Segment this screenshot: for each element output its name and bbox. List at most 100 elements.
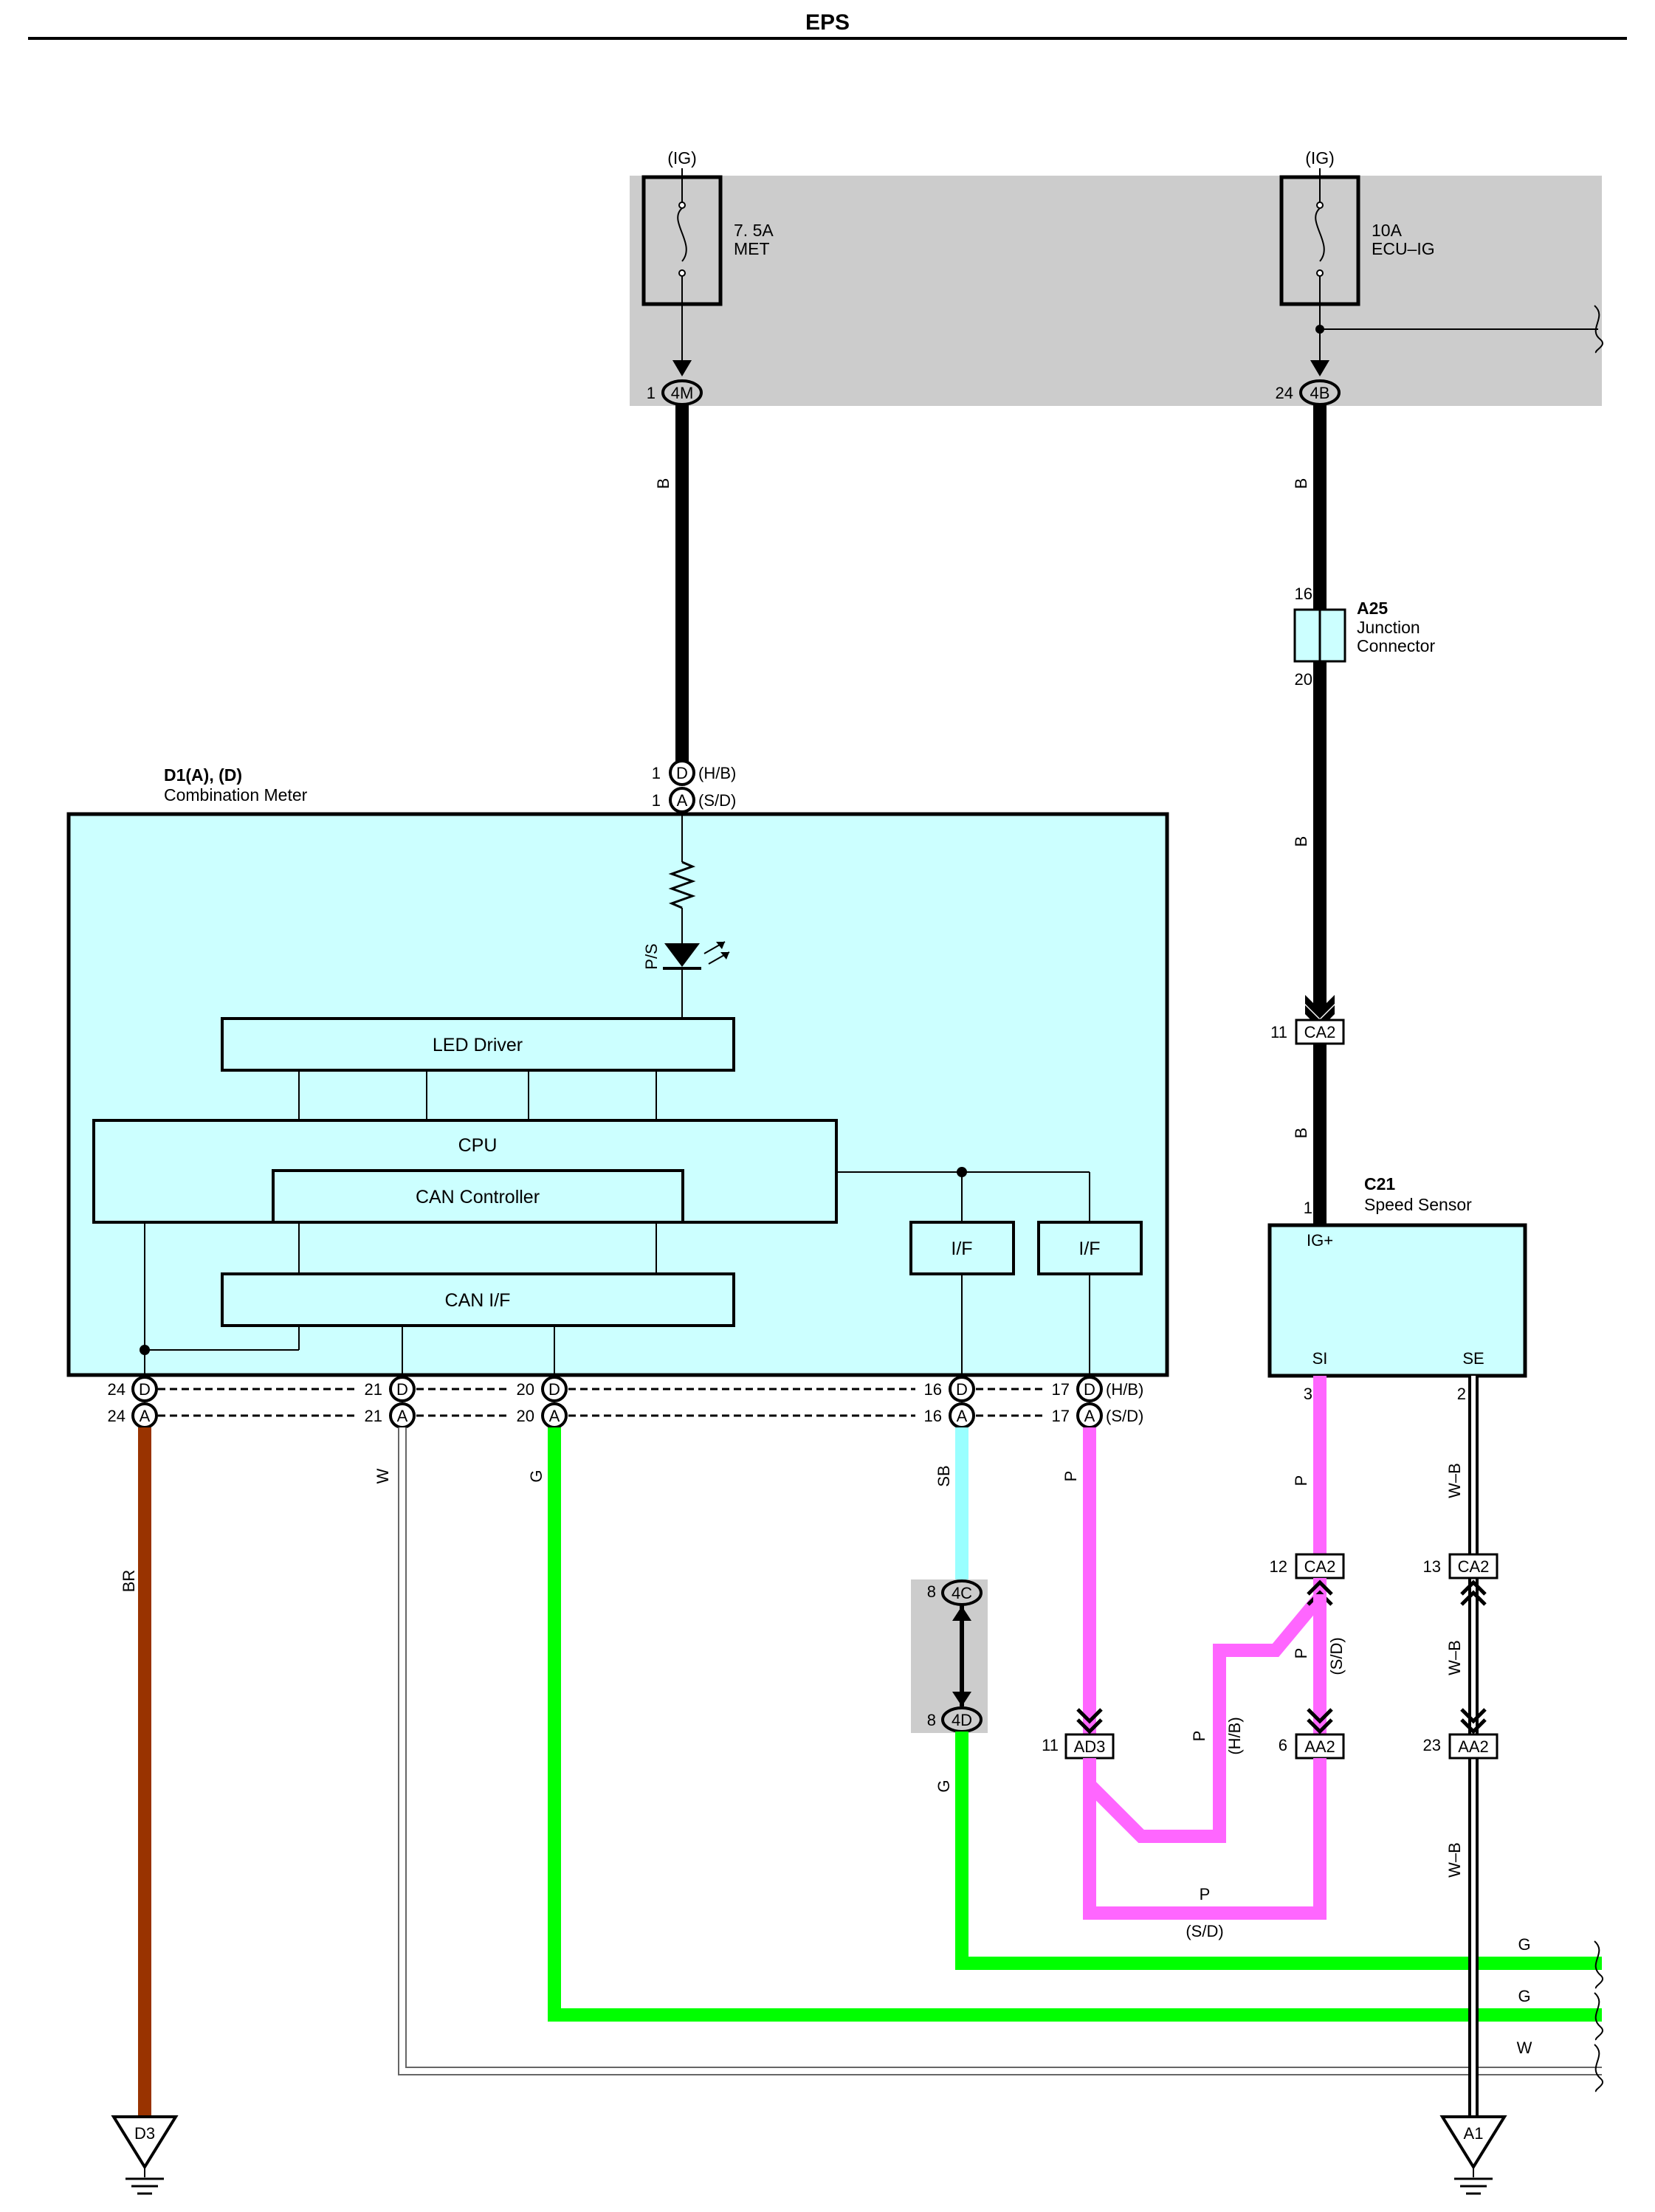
wire-g-main-label: G xyxy=(527,1470,546,1482)
connector-ca2-11-pin: 11 xyxy=(1270,1023,1287,1041)
fuse-met-supply: (IG) xyxy=(667,148,697,168)
meter-pin-24-d: 24 xyxy=(108,1380,125,1399)
sensor-name: Speed Sensor xyxy=(1364,1195,1472,1214)
can-controller-label: CAN Controller xyxy=(416,1187,540,1207)
can-if-label: CAN I/F xyxy=(445,1290,511,1311)
diagram-title: EPS xyxy=(805,10,850,35)
connector-ca2-13-pin: 13 xyxy=(1423,1557,1441,1576)
wire-w xyxy=(399,1427,1602,2074)
sensor-pin-si: SI xyxy=(1312,1349,1328,1368)
meter-pin-21-conn-d: D xyxy=(396,1380,408,1399)
wire-wb-label-3: W–B xyxy=(1445,1842,1464,1878)
wire-w-outline xyxy=(398,1427,1602,2075)
connector-4c-label: 4C xyxy=(952,1584,972,1602)
ground-a1-label: A1 xyxy=(1464,2124,1484,2143)
wire-sb-label: SB xyxy=(935,1465,953,1486)
speed-sensor: C21 Speed Sensor 1 IG+ SI SE 3 2 xyxy=(1267,1174,1527,1403)
meter-pin-20-conn-d: D xyxy=(548,1380,560,1399)
connector-ca2-12-label: CA2 xyxy=(1304,1557,1336,1576)
meter-pin-20-a: 20 xyxy=(517,1407,534,1425)
meter-pin-21-d: 21 xyxy=(365,1380,382,1399)
fuse-block xyxy=(630,176,1602,406)
meter-pin-16-d: 16 xyxy=(924,1380,942,1399)
meter-power-pin-d: 1 xyxy=(652,764,661,782)
meter-pin-17-variant-sd: (S/D) xyxy=(1106,1407,1143,1425)
wire-b-ecu-label-2: B xyxy=(1292,836,1310,847)
fuse-met-name: MET xyxy=(734,239,770,258)
fuse-met-rating: 7. 5A xyxy=(734,221,774,240)
sensor-pin-ig: IG+ xyxy=(1307,1231,1333,1250)
meter-pin-24-a: 24 xyxy=(108,1407,125,1425)
junction-name-1: Junction xyxy=(1357,618,1420,637)
wire-g-4d xyxy=(955,1732,1602,1970)
connector-4d-label: 4D xyxy=(952,1711,972,1729)
fuse-ecu-ig-supply: (IG) xyxy=(1305,148,1335,168)
wire-p-hb-variant: (H/B) xyxy=(1225,1717,1244,1754)
can-if-block xyxy=(221,1272,735,1327)
wire-b-met-label: B xyxy=(654,478,672,489)
connector-ca2-11-label: CA2 xyxy=(1304,1023,1336,1041)
meter-pin-20-d: 20 xyxy=(517,1380,534,1399)
meter-power-pin-a: 1 xyxy=(652,791,661,810)
ground-d3: D3 xyxy=(111,2115,179,2195)
led-driver-label: LED Driver xyxy=(433,1035,523,1055)
fuse-ecu-ig-name: ECU–IG xyxy=(1372,239,1435,258)
junction-name-2: Connector xyxy=(1357,636,1435,655)
led-driver-block xyxy=(221,1017,735,1072)
resistor-symbol xyxy=(668,861,696,909)
wire-g-4d-label: G xyxy=(935,1779,953,1792)
connector-aa2-23-pin: 23 xyxy=(1423,1736,1441,1754)
sensor-pin-2: 2 xyxy=(1457,1385,1466,1403)
connector-ad3-pin: 11 xyxy=(1042,1736,1059,1754)
wire-g-main xyxy=(548,1427,1602,2022)
connector-ad3-label: AD3 xyxy=(1074,1737,1106,1756)
wire-p-sd-lower-variant: (S/D) xyxy=(1186,1922,1223,1940)
meter-pin-16-conn-a: A xyxy=(957,1407,968,1425)
meter-pin-16-conn-d: D xyxy=(956,1380,968,1399)
connector-aa2-6-pin: 6 xyxy=(1279,1736,1287,1754)
meter-pin-17-conn-d: D xyxy=(1084,1380,1095,1399)
wire-p-sd-lower xyxy=(1083,1758,1327,1920)
connector-ca2-12 xyxy=(1295,1553,1345,1579)
connector-4d-pin: 8 xyxy=(927,1711,936,1729)
relay-block-4c-4d xyxy=(911,1579,988,1733)
wire-w-label: W xyxy=(374,1468,392,1484)
wire-break-marks xyxy=(1594,1940,1603,2092)
if-label-1: I/F xyxy=(951,1238,972,1259)
wire-wb-label-1: W–B xyxy=(1445,1463,1464,1498)
meter-power-variant-sd: (S/D) xyxy=(698,791,736,810)
wire-p-hb-label: P xyxy=(1190,1731,1208,1742)
wire-p-sd-upper-variant: (S/D) xyxy=(1327,1637,1346,1675)
meter-name: Combination Meter xyxy=(164,785,308,804)
meter-pin-20-conn-a: A xyxy=(549,1407,560,1425)
combination-meter: D1(A), (D) Combination Meter 1 D (H/B) 1… xyxy=(66,759,1169,1388)
ps-indicator-label: P/S xyxy=(642,943,661,969)
wire-p-sensor-label: P xyxy=(1292,1475,1310,1486)
if-label-2: I/F xyxy=(1078,1238,1100,1259)
ps-led-symbol xyxy=(664,943,700,967)
connector-aa2-23-label: AA2 xyxy=(1458,1737,1489,1756)
fuse-met-pin: 1 xyxy=(647,384,656,402)
junction-pin-top: 16 xyxy=(1295,585,1312,603)
wire-br-label: BR xyxy=(120,1570,138,1593)
meter-id: D1(A), (D) xyxy=(164,765,242,785)
connector-ca2-13-label: CA2 xyxy=(1458,1557,1490,1576)
wire-g-main-label-right: G xyxy=(1518,1987,1530,2005)
connector-ca2-12-pin: 12 xyxy=(1270,1557,1287,1576)
meter-pin-17-d: 17 xyxy=(1052,1380,1070,1399)
fuse-ecu-ig-pin: 24 xyxy=(1276,384,1293,402)
wire-wb-label-2: W–B xyxy=(1445,1640,1464,1675)
fuse-ecu-ig: (IG) 10A ECU–IG 24 4B xyxy=(1276,148,1603,406)
connector-ca2-11: 11 CA2 xyxy=(1270,1019,1345,1045)
wire-b-ecu-label-3: B xyxy=(1292,1128,1310,1139)
sensor-body xyxy=(1267,1223,1527,1378)
meter-pin-21-a: 21 xyxy=(365,1407,382,1425)
meter-body xyxy=(66,812,1169,1377)
junction-connector-a25: 16 A25 Junction Connector 20 xyxy=(1293,585,1435,689)
meter-bottom-pins: 24 D 24 A 21 D 21 A 20 D 20 A 16 D 16 A … xyxy=(108,1376,1143,1429)
wire-p-hb xyxy=(1084,1578,1327,1843)
meter-pin-17-conn-a: A xyxy=(1084,1407,1095,1425)
meter-power-variant-hb: (H/B) xyxy=(698,764,736,782)
fuse-met-connector: 4M xyxy=(671,384,694,402)
connector-ca2-13 xyxy=(1448,1553,1499,1579)
